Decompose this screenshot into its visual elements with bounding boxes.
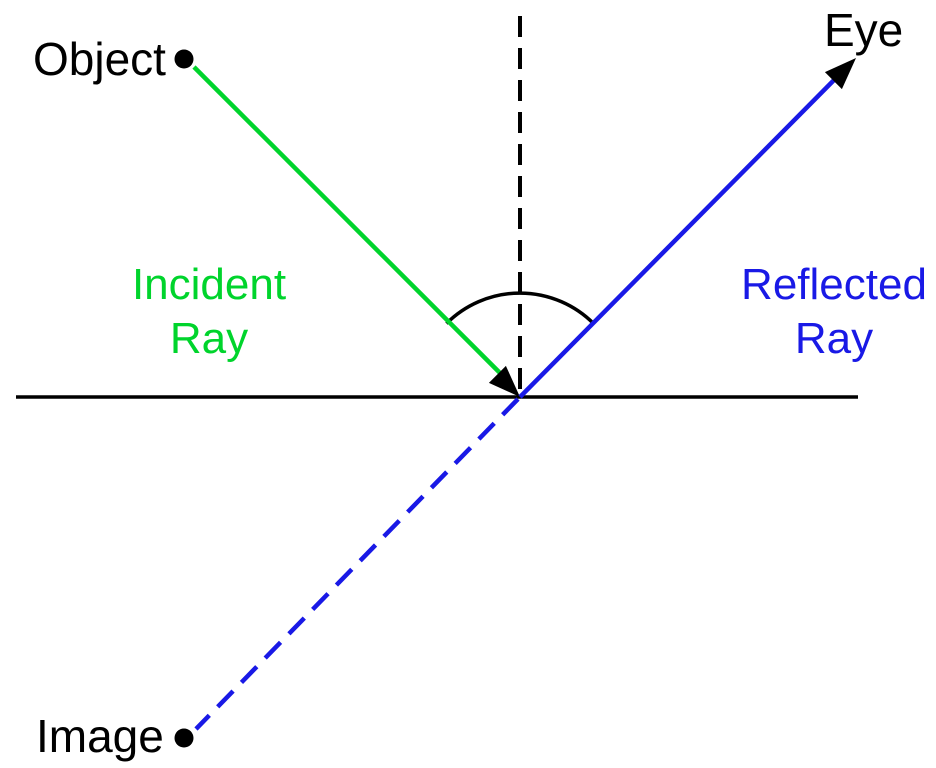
image-label: Image (36, 710, 164, 762)
reflected-ray-line (518, 74, 840, 399)
virtual-ray-dashed-line (194, 397, 520, 731)
incident-ray-label-line1: Incident (132, 260, 286, 309)
reflected-arrowhead-icon (824, 58, 856, 90)
image-point-dot (174, 728, 194, 748)
reflected-ray-label-line1: Reflected (741, 260, 927, 309)
object-label: Object (33, 33, 166, 85)
reflected-ray-label-line2: Ray (795, 314, 873, 363)
angle-arc (445, 291, 595, 325)
incident-ray-line (192, 65, 503, 376)
incident-ray-label-line2: Ray (170, 314, 248, 363)
object-point-dot (174, 49, 194, 69)
incident-arrowhead-icon (488, 365, 520, 397)
eye-label: Eye (824, 4, 903, 56)
